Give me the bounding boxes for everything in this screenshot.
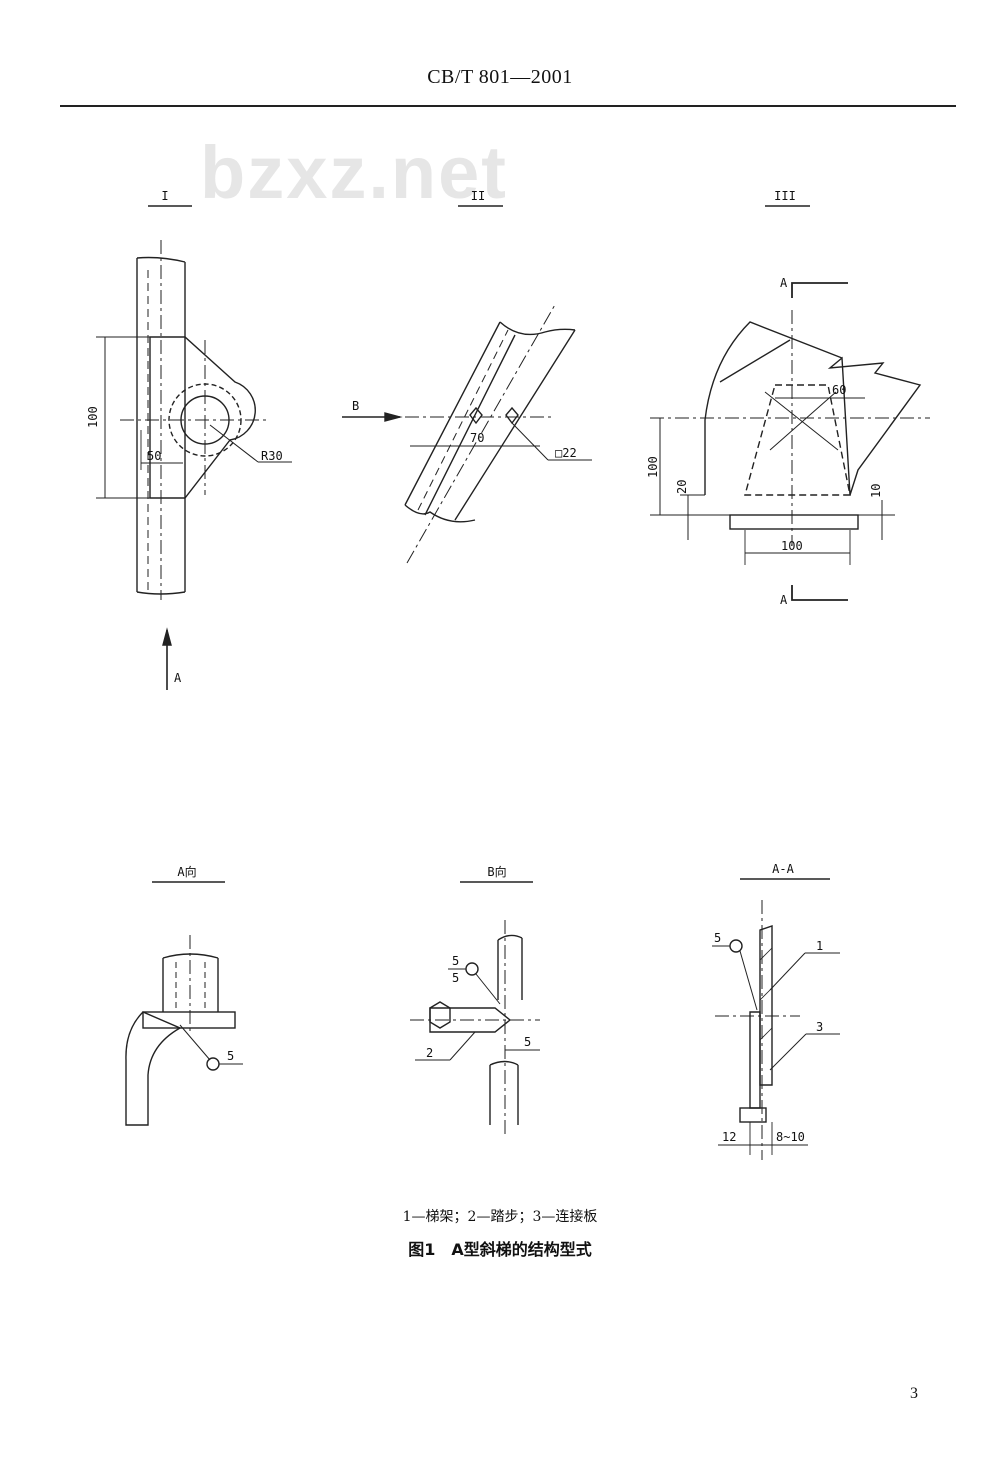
figure-legend: 1—梯架；2—踏步；3—连接板: [402, 1209, 598, 1225]
arrow-b-label: B: [352, 399, 359, 413]
cut-a-bottom-marker: [791, 585, 848, 601]
vb-weld-leader-top: [475, 973, 501, 1005]
aa-callout-1-leader: [769, 952, 806, 991]
standard-code-header: CB/T 801—2001: [427, 66, 573, 88]
detail-1-drawing: I 100 50 R30: [86, 189, 292, 690]
view-b-label: B向: [487, 864, 506, 879]
view-a-drawing: A向 5: [125, 864, 243, 1126]
base-foot: [729, 514, 859, 530]
va-weld-leader: [179, 1024, 211, 1061]
dim-70-label: 70: [470, 431, 484, 445]
plate-diag-2: [769, 391, 837, 451]
page-number: 3: [910, 1385, 918, 1402]
vb-weld-top-a: 5: [452, 954, 459, 968]
vb-weld-circle-top: [465, 962, 479, 976]
dim-10-label: 10: [869, 484, 883, 498]
vb-weld-top-b: 5: [452, 971, 459, 985]
view-b-drawing: B向 5 5 5 2: [410, 864, 540, 1135]
detail-1-label: I: [161, 189, 168, 203]
gusset-plate: [149, 336, 256, 499]
stringer-hidden: [417, 329, 509, 511]
aa-callout-1: 1: [816, 939, 823, 953]
cut-a-top-marker: [791, 282, 848, 298]
arrow-b-head: [384, 412, 403, 422]
detail-2-drawing: II B 70 □22: [342, 189, 592, 564]
aa-dim-12: 12: [722, 1130, 736, 1144]
r30-label: R30: [261, 449, 283, 463]
header-rule: [60, 105, 956, 107]
dim-20-label: 20: [675, 480, 689, 494]
dim-100v-label: 100: [646, 456, 660, 478]
r30-leader: [209, 424, 259, 463]
dim-60-label: 60: [832, 383, 846, 397]
vb-step-bar: [429, 1007, 512, 1033]
detail-2-label: II: [471, 189, 485, 203]
detail-3-label: III: [774, 189, 796, 203]
dim-100h-label: 100: [781, 539, 803, 553]
stringer-outline: [404, 321, 576, 523]
sq22-label: □22: [555, 446, 577, 460]
hole-right: [505, 406, 519, 425]
va-plate: [142, 1011, 236, 1029]
view-a-label: A向: [177, 864, 196, 879]
detail-3-drawing: III A 60 100 20: [646, 189, 930, 607]
cut-a-top-label: A: [780, 276, 788, 290]
bent-stringer-outline: [704, 321, 922, 496]
va-weld-circle: [206, 1057, 220, 1071]
arrow-a-label: A: [174, 671, 182, 685]
watermark: bzxz.net: [200, 131, 508, 214]
va-weld-label: 5: [227, 1049, 234, 1063]
vb-callout-2-leader: [449, 1031, 476, 1061]
tube-outline: [136, 256, 186, 595]
aa-weld-circle: [729, 939, 743, 953]
va-stringer-section: [125, 1011, 182, 1126]
aa-callout-3: 3: [816, 1020, 823, 1034]
sq22-leader: [511, 422, 549, 461]
plate-diag-1: [764, 391, 839, 451]
arrow-a-head: [162, 627, 172, 646]
aa-dim-8-10: 8~10: [776, 1130, 805, 1144]
cut-a-bottom-label: A: [780, 593, 788, 607]
vb-weld-bottom-label: 5: [524, 1035, 531, 1049]
dim-100-label: 100: [86, 406, 100, 428]
vb-upper-stringer: [497, 934, 523, 1000]
vb-callout-2: 2: [426, 1046, 433, 1060]
aa-weld-label: 5: [714, 931, 721, 945]
vb-step-end: [429, 1001, 451, 1029]
section-aa-label: A-A: [772, 862, 794, 876]
aa-callout-3-leader: [769, 1033, 807, 1071]
aa-weld-leader: [739, 950, 758, 1011]
dim-50-label: 50: [147, 449, 161, 463]
hole-left: [469, 406, 483, 425]
aa-connector-plate: [749, 1011, 761, 1109]
aa-foot: [739, 1107, 767, 1123]
connector-plate: [744, 384, 851, 496]
figure-title: 图1 A型斜梯的结构型式: [408, 1240, 592, 1259]
vb-lower-stringer: [489, 1060, 519, 1125]
section-aa-drawing: A-A 5 1 3 12 8~10: [712, 862, 840, 1160]
